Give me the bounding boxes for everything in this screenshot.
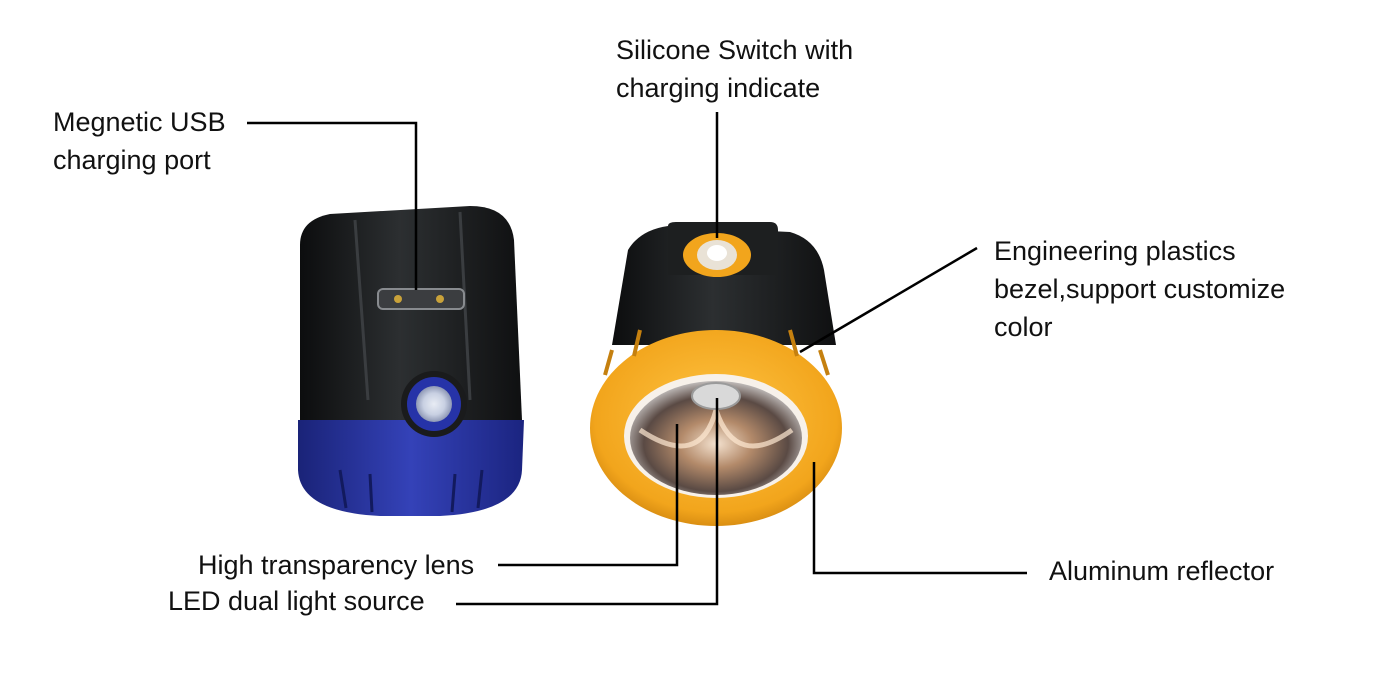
- callout-led-light-source: LED dual light source: [168, 586, 425, 616]
- callout-aluminum-reflector: Aluminum reflector: [1049, 556, 1275, 586]
- callout-bezel: Engineering plastics bezel,support custo…: [994, 236, 1286, 342]
- leader-line-led: [456, 398, 719, 606]
- callout-silicone-switch: Silicone Switch with charging indicate: [616, 35, 854, 103]
- leader-line-reflector: [812, 462, 1027, 575]
- silicone-switch-indicator: [707, 245, 727, 261]
- callout-usb-charging-port: Megnetic USB charging port: [53, 107, 226, 175]
- rear-housing-ridge: [458, 211, 472, 401]
- leader-line-usb-port: [247, 121, 418, 290]
- callout-lens: High transparency lens: [198, 550, 475, 580]
- leader-line-lens: [498, 424, 679, 567]
- magnetic-usb-port: [377, 288, 465, 310]
- usb-port-pin: [394, 295, 402, 303]
- leader-line-bezel: [799, 246, 978, 354]
- leader-lines: [247, 112, 1027, 606]
- headlamp-rear-view: [298, 206, 524, 516]
- rear-housing-ridge: [353, 219, 370, 401]
- blue-base-shape: [298, 420, 524, 516]
- usb-port-pin: [436, 295, 444, 303]
- rear-housing-shape: [300, 206, 522, 420]
- blue-base-grip: [338, 469, 484, 513]
- rear-switch-button: [416, 386, 452, 422]
- bezel-grip: [603, 329, 830, 376]
